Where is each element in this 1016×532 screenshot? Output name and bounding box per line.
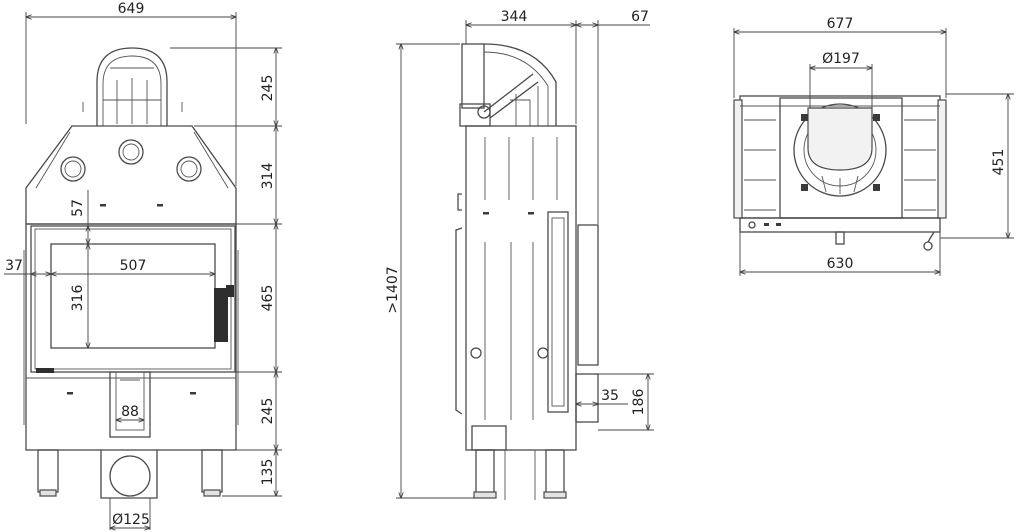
dim-side-inlet-height: 186	[631, 389, 647, 416]
dim-front-h-lower: 245	[260, 398, 276, 425]
dim-top-inner-width: 630	[827, 256, 854, 272]
front-body	[25, 223, 237, 451]
dim-side-inlet-width: 35	[601, 388, 619, 404]
front-door-handle	[214, 288, 228, 342]
dim-front-h-feet: 135	[260, 459, 276, 486]
dim-front-offset-top: 57	[70, 199, 86, 217]
side-body	[465, 125, 577, 451]
front-vent-center	[118, 139, 144, 165]
dim-front-h-window: 465	[260, 285, 276, 312]
dim-front-h-mid: 314	[260, 163, 276, 190]
front-hood	[25, 125, 237, 225]
dim-side-depth: 344	[501, 9, 528, 25]
front-feet	[37, 449, 223, 499]
top-flue	[793, 103, 887, 197]
front-outlet	[109, 455, 151, 497]
dim-front-width: 649	[118, 1, 145, 17]
dim-side-door-depth: 67	[631, 9, 649, 25]
front-door	[30, 225, 236, 373]
side-lower-box	[471, 425, 507, 451]
side-flue	[459, 43, 557, 127]
dimension-labels: 649 245 314 465 245 135 507 316 57 37 88…	[5, 1, 1007, 528]
dim-top-depth: 451	[991, 149, 1007, 176]
top-view	[733, 95, 947, 251]
front-vent-right	[176, 156, 202, 182]
side-view	[455, 43, 599, 500]
front-flue-dome	[82, 47, 183, 126]
dim-front-outlet: Ø125	[112, 512, 150, 528]
top-front-strip	[739, 217, 941, 233]
dim-top-flue-diameter: Ø197	[822, 51, 860, 67]
dimension-lines	[4, 12, 1014, 530]
dim-front-h-top: 245	[260, 75, 276, 102]
dim-top-outer-width: 677	[827, 16, 854, 32]
dim-front-ash-width: 88	[121, 404, 139, 420]
front-view	[23, 47, 239, 499]
dim-front-offset-left: 37	[5, 258, 23, 274]
side-door	[547, 211, 569, 413]
dim-side-total-height: >1407	[385, 266, 401, 313]
dim-front-glass-width: 507	[120, 258, 147, 274]
dim-front-glass-height: 316	[70, 285, 86, 312]
front-vent-left	[60, 156, 86, 182]
